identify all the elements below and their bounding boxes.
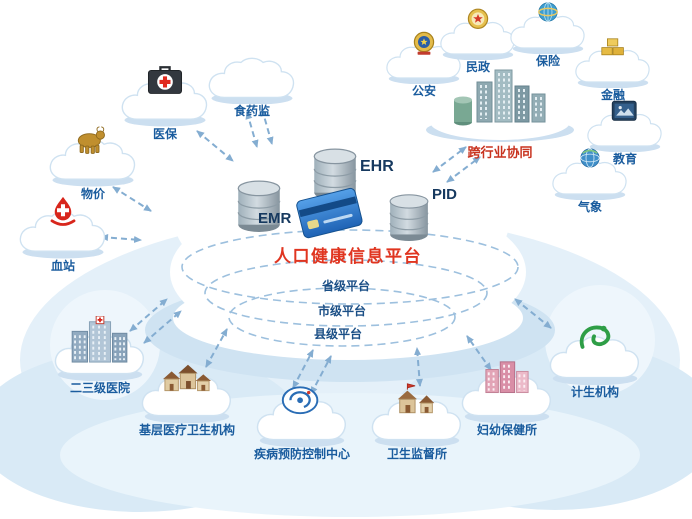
gongan-label: 公安 xyxy=(411,84,436,99)
baoxian-label: 保险 xyxy=(535,54,560,69)
jiaoyu-graphic xyxy=(587,100,662,153)
platform-level-ellipses xyxy=(181,229,519,347)
cdc-label: 疾病预防控制中心 xyxy=(254,447,351,462)
first-aid-kit-icon xyxy=(147,66,183,94)
family-planning-graphic xyxy=(549,325,640,386)
ehr-label: EHR xyxy=(360,158,394,175)
health-supervision-graphic xyxy=(371,383,462,448)
node-gongan: 公安 xyxy=(384,30,464,99)
emr-database-icon xyxy=(236,178,282,238)
node-mch: 妇幼保健所 xyxy=(459,358,555,438)
xuezhan-graphic xyxy=(19,196,106,259)
weather-globe-icon xyxy=(580,148,600,168)
node-health-supervision: 卫生监督所 xyxy=(369,382,465,462)
yibao-label: 医保 xyxy=(152,126,177,141)
golden-ox-icon xyxy=(77,126,105,154)
arrow-primarycare-center xyxy=(205,328,228,368)
node-shiyaojian: 食药监 xyxy=(206,56,298,119)
blood-drop-icon xyxy=(50,196,76,226)
minzheng-graphic xyxy=(440,8,515,61)
connector-arrows xyxy=(100,108,552,395)
gongan-graphic xyxy=(386,31,461,85)
jiaoyu-label: 教育 xyxy=(612,152,637,167)
family-planning-label: 计生机构 xyxy=(570,385,619,400)
node-wujia: 物价 xyxy=(47,124,139,201)
hospital-buildings-icon xyxy=(71,316,128,363)
arrow-crossindustry-center-2 xyxy=(446,156,481,183)
node-hospitals: 二三级医院 xyxy=(52,316,148,396)
xuezhan-label: 血站 xyxy=(50,258,75,273)
education-board-icon xyxy=(611,100,637,121)
mch-graphic xyxy=(461,361,552,424)
arrow-cdc-center-2 xyxy=(310,355,332,395)
city-level-ellipse xyxy=(204,259,488,327)
pid-label: PID xyxy=(432,186,458,203)
hospitals-graphic xyxy=(54,316,145,382)
baoxian-graphic xyxy=(510,2,585,55)
arrow-xuezhan-center xyxy=(100,234,142,243)
hospitals-label: 二三级医院 xyxy=(69,381,130,396)
node-primary-care: 基层医疗卫生机构 xyxy=(139,358,235,438)
node-minzheng: 民政 xyxy=(438,6,518,75)
arrow-supervision-center xyxy=(414,347,423,387)
yibao-graphic xyxy=(121,66,208,127)
village-houses-icon xyxy=(163,364,211,392)
node-cdc: 疾病预防控制中心 xyxy=(254,382,350,462)
node-xuezhan: 血站 xyxy=(17,196,109,273)
police-badge-icon xyxy=(413,31,435,55)
primary-care-label: 基层医疗卫生机构 xyxy=(139,423,236,438)
cross-industry-label: 跨行业协同 xyxy=(467,145,533,160)
minzheng-label: 民政 xyxy=(465,60,490,75)
arrow-hospitals-center-2 xyxy=(143,310,182,344)
node-baoxian: 保险 xyxy=(508,0,588,69)
cdc-graphic xyxy=(256,386,347,448)
pid-database-icon xyxy=(388,192,430,247)
qixiang-label: 气象 xyxy=(577,200,602,215)
shiyaojian-label: 食药监 xyxy=(233,103,270,118)
cloud-icon xyxy=(208,57,295,104)
node-yibao: 医保 xyxy=(119,64,211,141)
arrow-familyplanning-center xyxy=(514,298,552,329)
wujia-label: 物价 xyxy=(80,186,105,201)
province-level-label: 省级平台 xyxy=(321,279,370,293)
arrow-shiyaojian-center-1 xyxy=(245,111,259,148)
cdc-logo-icon xyxy=(281,386,319,415)
node-jinrong: 金融 xyxy=(573,34,653,103)
cloud-icon xyxy=(371,398,462,448)
county-level-label: 县级平台 xyxy=(313,327,362,341)
arrow-yibao-center xyxy=(196,130,234,162)
platform-title: 人口健康信息平台 xyxy=(274,247,422,266)
gold-ingots-icon xyxy=(601,38,624,56)
arrow-mch-center xyxy=(466,335,492,371)
health-supervision-label: 卫生监督所 xyxy=(386,447,447,462)
city-buildings-icon xyxy=(454,69,546,126)
mch-label: 妇幼保健所 xyxy=(476,423,537,438)
node-family-planning: 计生机构 xyxy=(547,320,643,400)
wujia-graphic xyxy=(49,126,136,187)
arrow-cdc-center-1 xyxy=(292,349,314,389)
pink-buildings-icon xyxy=(485,361,529,394)
insurance-globe-icon xyxy=(538,2,558,22)
city-level-label: 市级平台 xyxy=(317,304,366,318)
primary-care-graphic xyxy=(141,364,232,424)
county-level-ellipse xyxy=(228,287,456,347)
node-jiaoyu: 教育 xyxy=(585,98,665,167)
province-level-ellipse xyxy=(181,229,519,305)
green-ribbon-icon xyxy=(579,325,611,349)
jinrong-graphic xyxy=(575,38,650,89)
center-cloud xyxy=(145,124,555,382)
civil-affairs-badge-icon xyxy=(467,8,489,29)
supervision-houses-icon xyxy=(397,383,435,414)
arrow-shiyaojian-center-2 xyxy=(260,108,274,145)
health-card-icon xyxy=(293,185,366,246)
node-cross-industry: 跨行业协同 xyxy=(415,50,585,161)
shiyaojian-graphic xyxy=(208,57,295,104)
arrow-wujia-center xyxy=(112,186,152,212)
node-qixiang: 气象 xyxy=(550,146,630,215)
emr-label: EMR xyxy=(258,210,292,227)
cross-industry-cloud xyxy=(426,68,574,142)
qixiang-graphic xyxy=(552,148,627,201)
jinrong-label: 金融 xyxy=(600,88,625,103)
